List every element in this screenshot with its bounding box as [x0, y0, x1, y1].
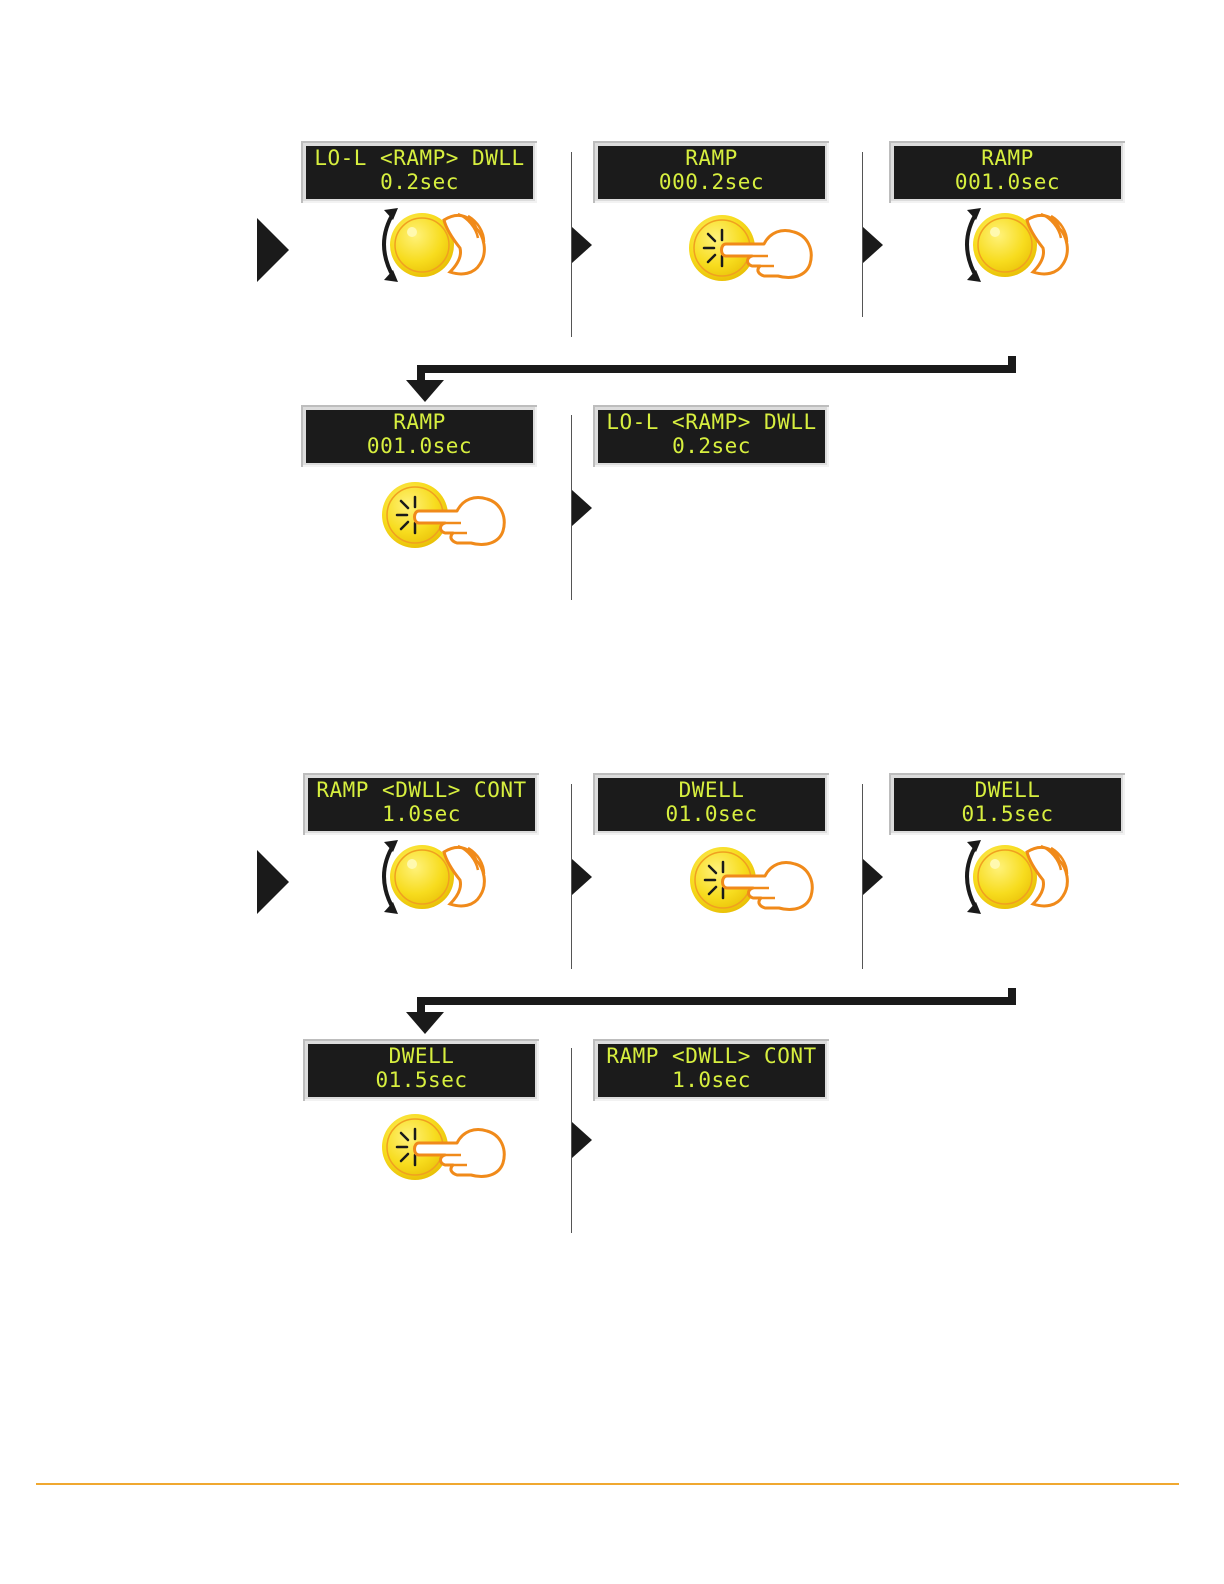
press-knob-icon	[688, 214, 816, 284]
press-knob-icon	[689, 846, 817, 916]
rotate-knob-icon	[372, 838, 502, 918]
lcd-line2: 0.2sec	[306, 170, 533, 194]
lcd-line2: 01.5sec	[894, 802, 1121, 826]
rotate-knob-icon	[955, 206, 1085, 286]
lcd-line2: 001.0sec	[306, 434, 533, 458]
lcd-line2: 01.5sec	[308, 1068, 535, 1092]
step-arrow-icon	[257, 850, 289, 914]
step-arrow-icon	[572, 1122, 592, 1158]
return-arrow-icon	[400, 352, 1025, 406]
lcd-line2: 1.0sec	[308, 802, 535, 826]
press-knob-icon	[381, 481, 509, 551]
lcd-line1: RAMP	[894, 146, 1121, 170]
step-arrow-icon	[572, 490, 592, 526]
lcd-line1: DWELL	[308, 1044, 535, 1068]
lcd-line1: LO-L <RAMP> DWLL	[306, 146, 533, 170]
lcd-line1: RAMP <DWLL> CONT	[598, 1044, 825, 1068]
lcd-line2: 0.2sec	[598, 434, 825, 458]
step-arrow-icon	[257, 218, 289, 282]
lcd-line1: DWELL	[598, 778, 825, 802]
lcd-line2: 001.0sec	[894, 170, 1121, 194]
lcd-line1: LO-L <RAMP> DWLL	[598, 410, 825, 434]
lcd-line1: RAMP	[598, 146, 825, 170]
return-arrow-icon	[400, 984, 1025, 1038]
step-arrow-icon	[863, 859, 883, 895]
lcd-line1: RAMP	[306, 410, 533, 434]
step-arrow-icon	[863, 227, 883, 263]
step-arrow-icon	[572, 227, 592, 263]
rotate-knob-icon	[955, 838, 1085, 918]
lcd-line2: 01.0sec	[598, 802, 825, 826]
step-arrow-icon	[572, 859, 592, 895]
lcd-line2: 1.0sec	[598, 1068, 825, 1092]
press-knob-icon	[381, 1113, 509, 1183]
lcd-line2: 000.2sec	[598, 170, 825, 194]
lcd-line1: RAMP <DWLL> CONT	[308, 778, 535, 802]
lcd-line1: DWELL	[894, 778, 1121, 802]
footer-rule	[36, 1483, 1179, 1485]
rotate-knob-icon	[372, 206, 502, 286]
